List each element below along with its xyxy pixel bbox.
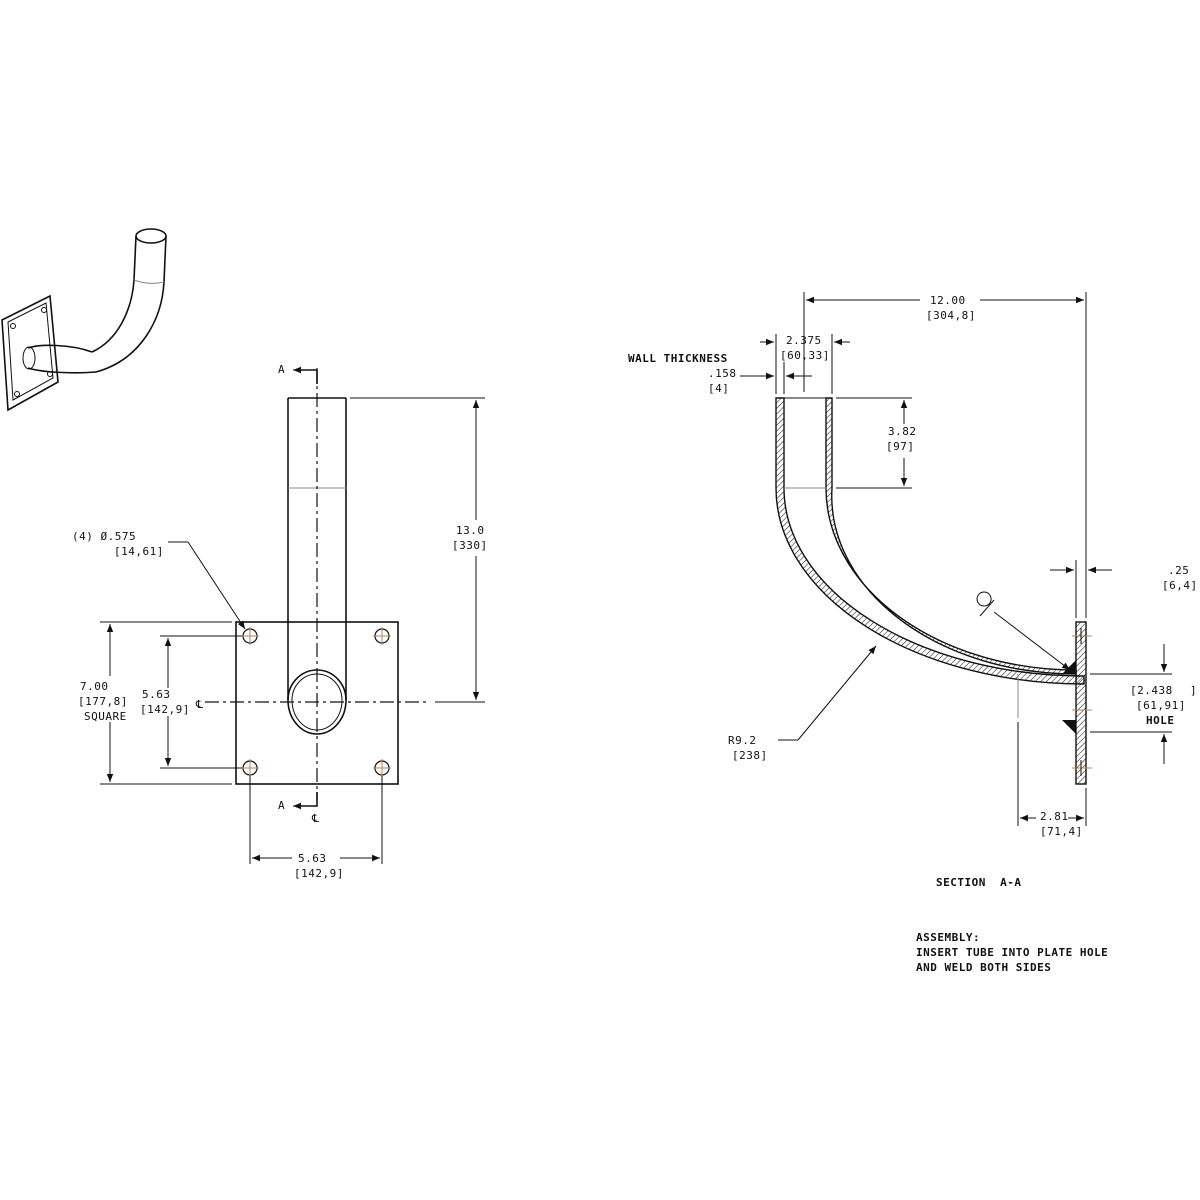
hole-spacing-v-in: 5.63: [142, 688, 171, 701]
tube-height-in: 13.0: [456, 524, 485, 537]
weld-symbol: [976, 591, 995, 617]
holes-callout-line1: (4) Ø.575: [72, 530, 136, 543]
tube-od-in: 2.375: [786, 334, 822, 347]
tube-insert-in: 2.81: [1040, 810, 1069, 823]
tube-height-mm: [330]: [452, 539, 488, 552]
plate-hole-in: [2.438: [1130, 684, 1173, 697]
plate-thickness-in: .25: [1168, 564, 1189, 577]
bend-radius-mm: [238]: [732, 749, 768, 762]
plate-size-mm: [177,8]: [78, 695, 128, 708]
assembly-notes: ASSEMBLY: INSERT TUBE INTO PLATE HOLE AN…: [916, 931, 1108, 974]
hole-spacing-h-mm: [142,9]: [294, 867, 344, 880]
section-title: SECTION A-A: [936, 876, 1021, 889]
plate-hole-mm: [61,91]: [1136, 699, 1186, 712]
holes-callout-line2: [14,61]: [114, 545, 164, 558]
overall-reach-mm: [304,8]: [926, 309, 976, 322]
wall-plate-section: [1075, 621, 1087, 785]
note-line-2: INSERT TUBE INTO PLATE HOLE: [916, 946, 1108, 959]
centerline-symbol-left: ℄: [195, 698, 204, 711]
front-view: A A ℄ ℄ 13.0 [330] 7.00 [177,8] SQUARE 5…: [72, 363, 488, 880]
wall-thickness-label: WALL THICKNESS: [628, 352, 728, 365]
mounting-hole: [373, 759, 391, 777]
bend-radius-in: R9.2: [728, 734, 757, 747]
section-view: 12.00 [304,8] 2.375 [60,33] WALL THICKNE…: [628, 292, 1198, 889]
mounting-hole: [241, 627, 259, 645]
wall-thickness-mm: [4]: [708, 382, 729, 395]
plate-size-note: SQUARE: [84, 710, 127, 723]
tube-od-mm: [60,33]: [780, 349, 830, 362]
hole-spacing-h-in: 5.63: [298, 852, 327, 865]
mounting-hole: [373, 627, 391, 645]
note-line-1: ASSEMBLY:: [916, 931, 980, 944]
overall-reach-in: 12.00: [930, 294, 966, 307]
plate-size-in: 7.00: [80, 680, 109, 693]
note-line-3: AND WELD BOTH SIDES: [916, 961, 1051, 974]
plate-hole-bracket: ]: [1190, 684, 1197, 697]
plate-thickness-mm: [6,4]: [1162, 579, 1198, 592]
tube-insert-mm: [71,4]: [1040, 825, 1083, 838]
centerline-symbol-bottom: ℄: [311, 812, 320, 825]
plate-hole-note: HOLE: [1146, 714, 1175, 727]
hole-spacing-v-mm: [142,9]: [140, 703, 190, 716]
straight-length-in: 3.82: [888, 425, 917, 438]
mounting-hole: [241, 759, 259, 777]
straight-length-mm: [97]: [886, 440, 915, 453]
section-label-bottom: A: [278, 799, 285, 812]
wall-thickness-in: .158: [708, 367, 737, 380]
section-label-top: A: [278, 363, 285, 376]
isometric-thumbnail: [1, 228, 167, 412]
